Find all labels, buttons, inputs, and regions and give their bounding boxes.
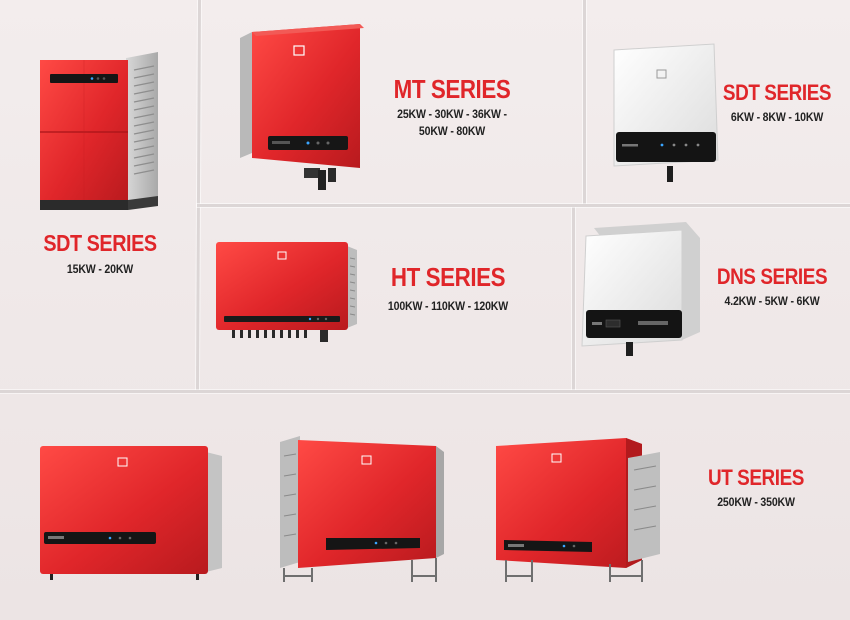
ht-title: HT SERIES [390, 262, 506, 292]
sdt-large-power: 15KW - 20KW [66, 262, 134, 276]
ut-title: UT SERIES [707, 465, 804, 490]
divider-horizontal-bottom [0, 390, 850, 393]
sdt-small-title: SDT SERIES [722, 80, 832, 105]
ut-label: UT SERIES 250KW - 350KW [686, 467, 826, 511]
ut-inverter-image-angled-right [492, 436, 672, 586]
dns-power: 4.2KW - 5KW - 6KW [724, 294, 820, 308]
dns-inverter-image [578, 220, 703, 360]
mt-power-line-2: 50KW - 80KW [418, 124, 486, 138]
ut-inverter-image-angled-left [272, 436, 452, 586]
mt-label: MT SERIES 25KW - 30KW - 36KW - 50KW - 80… [372, 76, 532, 140]
mt-inverter-image [232, 18, 372, 193]
divider-vertical-right-top [583, 0, 586, 205]
ht-inverter-image [212, 236, 362, 356]
sdt-small-label: SDT SERIES 6KW - 8KW - 10KW [712, 82, 842, 126]
sdt-small-power: 6KW - 8KW - 10KW [730, 110, 824, 124]
mt-power-line-1: 25KW - 30KW - 36KW - [397, 107, 507, 121]
sdt-large-inverter-image [30, 50, 165, 220]
divider-vertical-left [195, 0, 202, 392]
divider-horizontal-middle [197, 204, 850, 207]
ht-label: HT SERIES 100KW - 110KW - 120KW [368, 264, 528, 315]
dns-label: DNS SERIES 4.2KW - 5KW - 6KW [702, 266, 842, 310]
sdt-large-label: SDT SERIES 15KW - 20KW [15, 232, 185, 278]
mt-title: MT SERIES [393, 74, 511, 104]
sdt-large-title: SDT SERIES [43, 230, 157, 256]
dns-title: DNS SERIES [716, 264, 828, 289]
ut-inverter-image-front [36, 442, 231, 582]
ut-power: 250KW - 350KW [717, 495, 795, 509]
ht-power: 100KW - 110KW - 120KW [387, 299, 509, 313]
sdt-small-inverter-image [612, 42, 722, 192]
divider-vertical-right-bottom [572, 205, 575, 390]
